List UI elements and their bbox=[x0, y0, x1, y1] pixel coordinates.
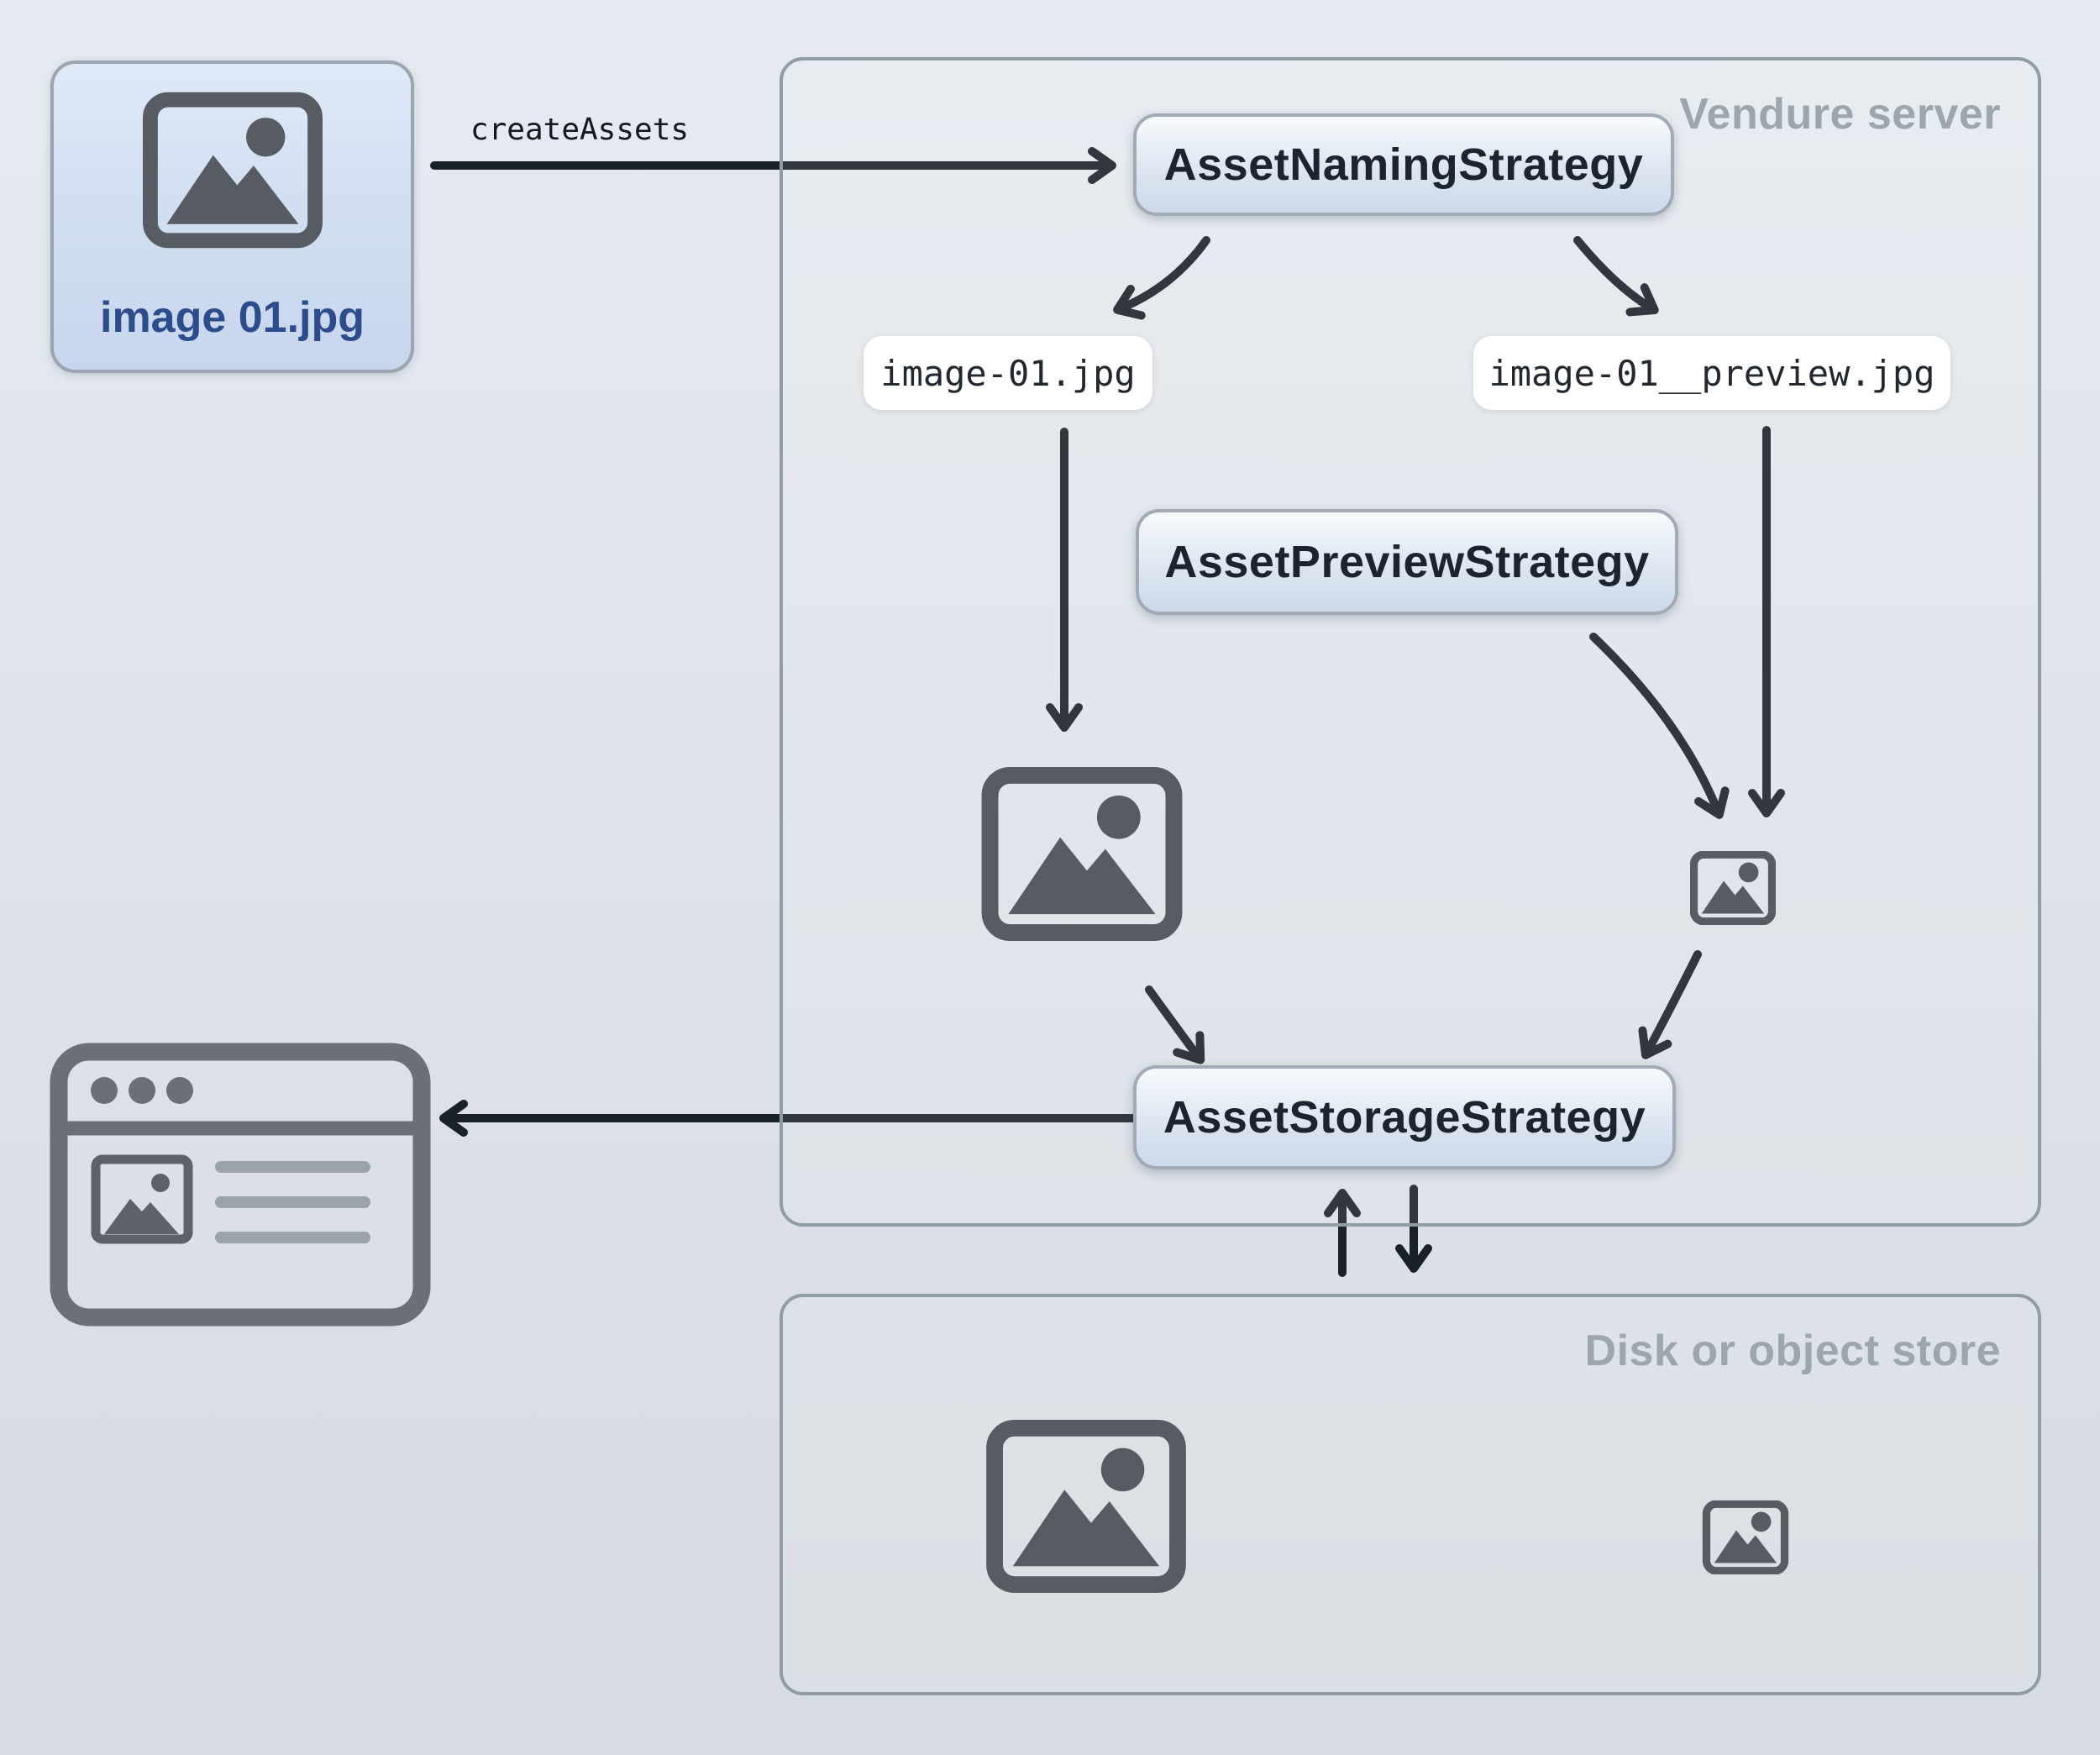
vendure-server-title: Vendure server bbox=[1679, 90, 2001, 139]
asset-naming-strategy-node: AssetNamingStrategy bbox=[1133, 113, 1674, 216]
disk-store-box: Disk or object store bbox=[780, 1294, 2041, 1695]
browser-content-text-lines bbox=[215, 1161, 370, 1243]
original-filename-pill: image-01.jpg bbox=[864, 336, 1152, 410]
uploaded-file-name: image 01.jpg bbox=[100, 293, 365, 342]
stored-preview-image-icon bbox=[1702, 1500, 1789, 1574]
asset-preview-strategy-node: AssetPreviewStrategy bbox=[1136, 509, 1678, 615]
preview-filename-pill: image-01__preview.jpg bbox=[1473, 336, 1950, 410]
image-icon bbox=[142, 92, 323, 249]
uploaded-file-card: image 01.jpg bbox=[50, 60, 414, 373]
browser-window-icon bbox=[50, 1043, 431, 1327]
browser-content-image-icon bbox=[91, 1154, 193, 1244]
original-asset-image-icon bbox=[981, 767, 1183, 941]
preview-asset-image-icon bbox=[1690, 851, 1776, 925]
disk-store-title: Disk or object store bbox=[1584, 1327, 2001, 1375]
stored-original-image-icon bbox=[986, 1420, 1186, 1593]
asset-storage-strategy-node: AssetStorageStrategy bbox=[1133, 1065, 1676, 1169]
create-assets-label: createAssets bbox=[470, 113, 690, 147]
vendure-server-box: Vendure server bbox=[780, 57, 2041, 1227]
